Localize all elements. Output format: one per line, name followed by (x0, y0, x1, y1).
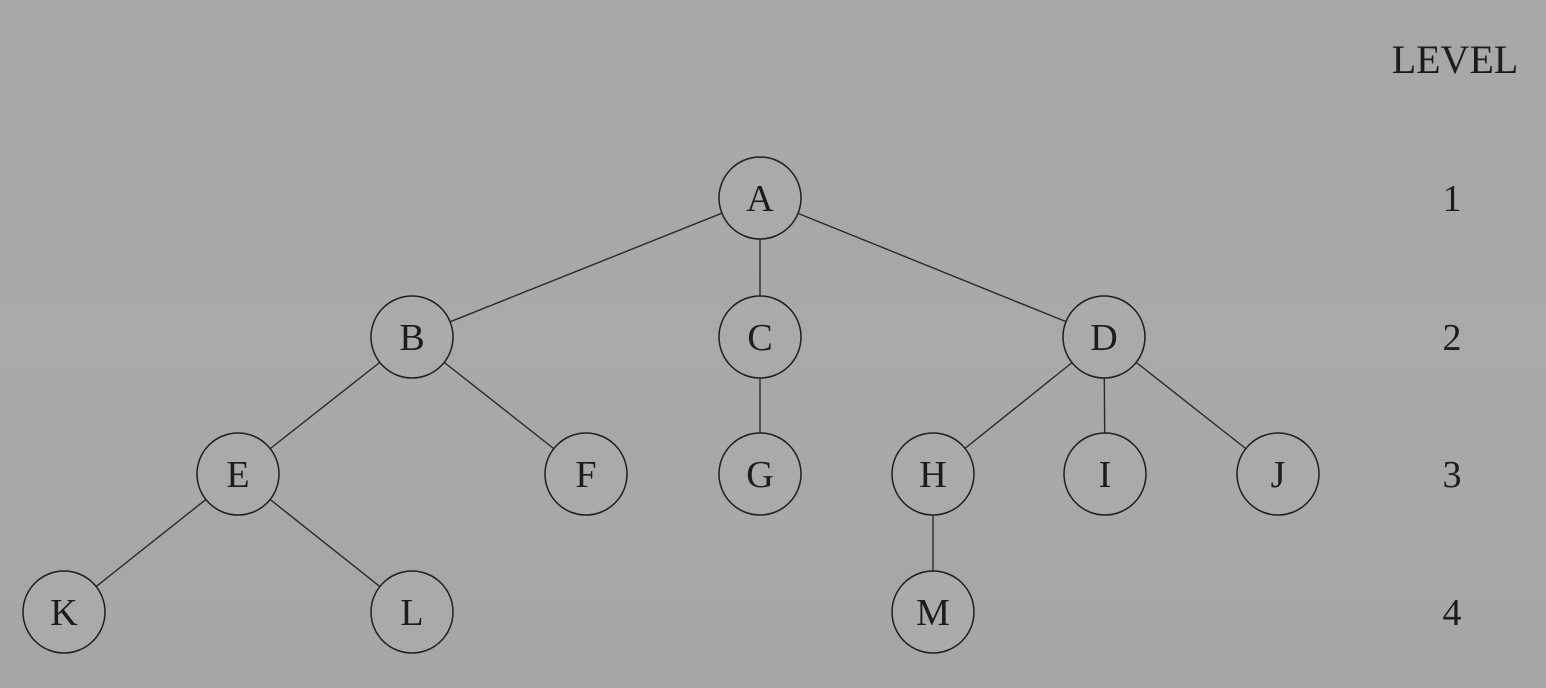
node-f: F (544, 432, 628, 516)
node-g: G (718, 432, 802, 516)
node-b: B (370, 295, 454, 379)
node-label: L (400, 592, 423, 634)
node-circle (718, 156, 802, 240)
node-circle (1063, 432, 1147, 516)
edge-a-b (449, 212, 723, 323)
level-header: LEVEL (1392, 37, 1519, 82)
node-k: K (22, 570, 106, 654)
node-circle (22, 570, 106, 654)
edges-layer (95, 212, 1247, 588)
node-label: K (50, 592, 78, 634)
nodes-layer: A B C D E F G H I J K L M (22, 156, 1320, 654)
levels-layer: LEVEL 1 2 3 4 (1392, 37, 1519, 634)
node-circle (718, 432, 802, 516)
node-a: A (718, 156, 802, 240)
node-label: M (916, 592, 950, 634)
node-label: I (1099, 454, 1112, 496)
edge-b-f (443, 361, 555, 450)
node-l: L (370, 570, 454, 654)
node-m: M (891, 570, 975, 654)
edge-a-d (797, 212, 1067, 323)
node-label: B (399, 317, 424, 359)
edge-e-k (95, 498, 207, 588)
node-label: D (1090, 317, 1117, 359)
node-circle (370, 295, 454, 379)
node-circle (196, 432, 280, 516)
node-circle (370, 570, 454, 654)
node-c: C (718, 295, 802, 379)
node-circle (544, 432, 628, 516)
node-label: E (226, 454, 249, 496)
node-circle (718, 295, 802, 379)
node-label: G (746, 454, 773, 496)
node-circle (891, 570, 975, 654)
node-h: H (891, 432, 975, 516)
level-number-1: 1 (1443, 178, 1462, 220)
node-label: H (919, 454, 946, 496)
node-label: A (746, 178, 774, 220)
node-d: D (1062, 295, 1146, 379)
node-circle (1236, 432, 1320, 516)
node-label: F (575, 454, 596, 496)
node-circle (891, 432, 975, 516)
node-label: J (1271, 454, 1286, 496)
level-number-2: 2 (1443, 317, 1462, 359)
node-label: C (747, 317, 772, 359)
edge-e-l (269, 498, 381, 588)
level-number-4: 4 (1443, 592, 1462, 634)
edge-d-j (1135, 361, 1247, 450)
edge-d-h (964, 362, 1073, 449)
node-i: I (1063, 432, 1147, 516)
node-e: E (196, 432, 280, 516)
edge-b-e (269, 361, 381, 450)
level-number-3: 3 (1443, 454, 1462, 496)
node-j: J (1236, 432, 1320, 516)
node-circle (1062, 295, 1146, 379)
